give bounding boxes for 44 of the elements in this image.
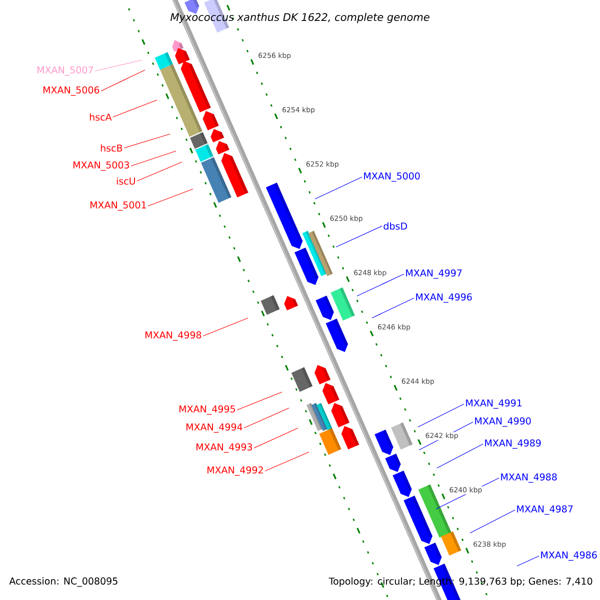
gene-label: MXAN_4994	[186, 423, 242, 433]
gene-label: MXAN_5000	[364, 172, 420, 182]
gene-label: MXAN_5003	[74, 161, 130, 171]
leader-line	[516, 556, 540, 566]
leader-line	[470, 510, 516, 534]
gene-label: MXAN_4991	[466, 399, 522, 409]
gene-label: MXAN_4995	[180, 405, 235, 415]
gene-label: hscB	[100, 144, 122, 152]
leader-line	[202, 318, 248, 336]
gene-label: dbsD	[384, 222, 407, 230]
gene-label: MXAN_4986	[541, 551, 597, 561]
leader-line	[148, 188, 194, 206]
leader-line	[130, 150, 176, 166]
leader-line	[264, 452, 310, 472]
leader-line	[100, 70, 146, 92]
leader-line	[236, 392, 282, 410]
gene-label: iscU	[116, 177, 135, 185]
leader-line	[244, 408, 290, 428]
leader-line	[94, 60, 142, 72]
gene-label: MXAN_4987	[517, 505, 573, 515]
leader-line	[254, 428, 298, 448]
gene-label: MXAN_4990	[475, 417, 531, 427]
gene-label: MXAN_4989	[485, 439, 541, 449]
gene-label: MXAN_5006	[44, 86, 100, 96]
gene-label: MXAN_4997	[406, 269, 462, 279]
leader-line	[418, 404, 464, 428]
gene-label: MXAN_4992	[208, 466, 263, 476]
leader-line	[436, 444, 484, 468]
gene-label: MXAN_4993	[196, 443, 252, 453]
accession-text: Accession: NC_008095	[8, 576, 120, 588]
title: Myxococcus xanthus DK 1622, complete genome	[170, 12, 430, 24]
gene-label: hscA	[90, 113, 112, 121]
leader-line	[336, 226, 382, 248]
gene-label: MXAN_4998	[146, 331, 202, 341]
gene-label: MXAN_5007	[38, 66, 93, 76]
leader-line	[356, 274, 404, 296]
gene-label: MXAN_5001	[90, 201, 146, 211]
leader-line	[124, 134, 170, 148]
leader-line	[372, 298, 414, 318]
leader-line	[136, 162, 182, 182]
gene-label: MXAN_4988	[501, 473, 557, 483]
leader-line	[314, 176, 362, 200]
gene-label: MXAN_4996	[416, 293, 472, 303]
leader-line	[112, 100, 158, 118]
